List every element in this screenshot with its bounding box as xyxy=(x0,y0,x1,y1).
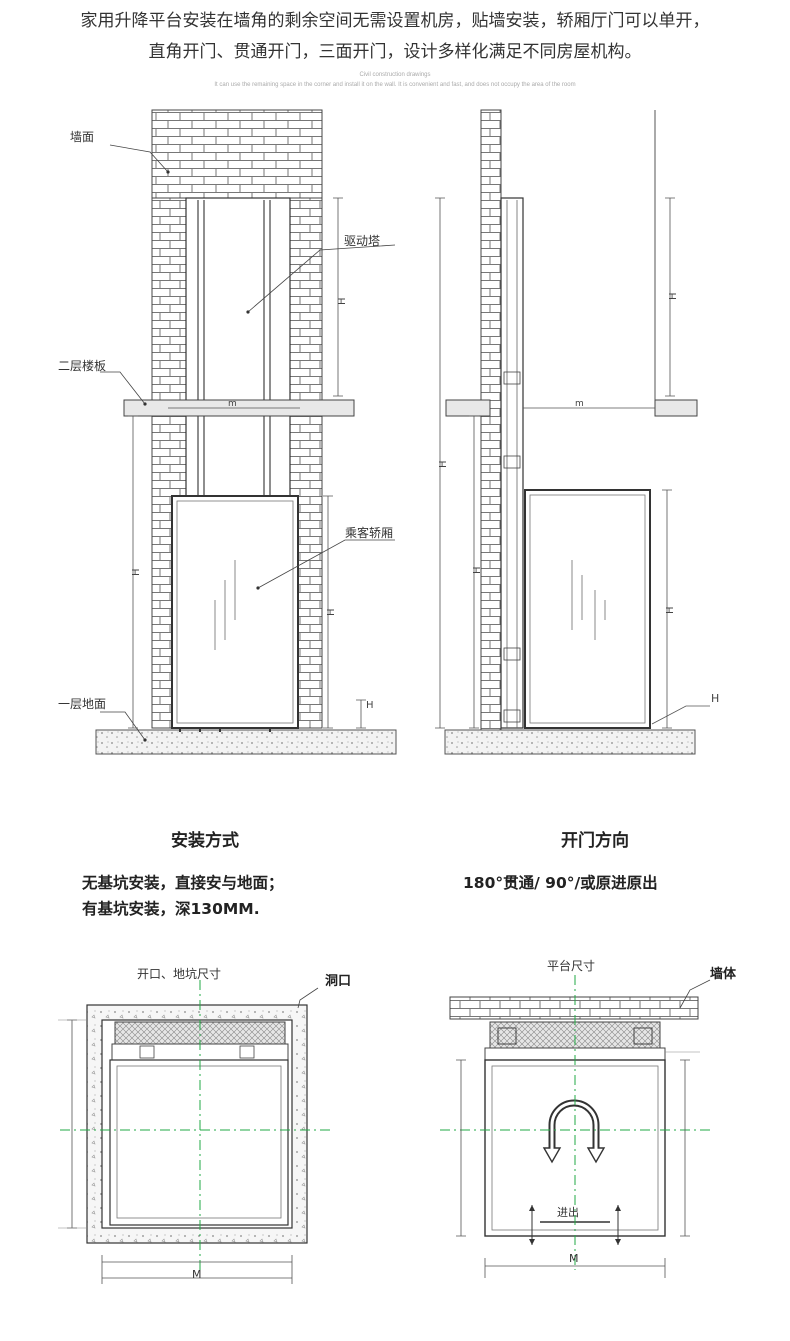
intro-line-1: 家用升降平台安装在墙角的剩余空间无需设置机房，贴墙安装，轿厢厅门可以单开， xyxy=(80,11,710,31)
label-passenger-cabin: 乘客轿厢 xyxy=(345,525,393,540)
intro-text: 家用升降平台安装在墙角的剩余空间无需设置机房，贴墙安装，轿厢厅门可以单开， 直角… xyxy=(0,6,790,68)
plan-left-dim-m: M xyxy=(192,1268,202,1281)
label-wall: 墙面 xyxy=(70,130,94,144)
fine-caption: Civil construction drawings xyxy=(359,72,431,78)
label-opening-size: 开口、地坑尺寸 xyxy=(137,966,221,981)
label-hole: 洞口 xyxy=(325,974,351,989)
label-first-floor-ground: 一层地面 xyxy=(58,697,106,711)
label-in-out: 进出 xyxy=(557,1205,579,1219)
installation-title: 安装方式 xyxy=(171,831,239,851)
dim-h-right-5: H xyxy=(711,692,719,705)
dim-h-right-2: H xyxy=(472,566,483,574)
dim-h-right-1: H xyxy=(438,460,449,468)
intro-line-2: 直角开门、贯通开门，三面开门，设计多样化满足不同房屋机构。 xyxy=(148,42,642,62)
label-second-floor-slab: 二层楼板 xyxy=(58,358,106,373)
dim-h-left-2: H xyxy=(337,297,348,305)
door-direction-title: 开门方向 xyxy=(561,831,629,851)
dim-h-left-4: H xyxy=(366,700,374,711)
dim-h-left-1: H xyxy=(131,568,142,576)
plan-right: 进出 M 平台尺寸 墙体 xyxy=(440,958,737,1278)
installation-desc-line-2: 有基坑安装，深130MM. xyxy=(82,900,260,918)
label-platform-size: 平台尺寸 xyxy=(547,958,595,973)
label-wall-body: 墙体 xyxy=(710,966,737,982)
elevation-right: m H H H H H xyxy=(435,109,719,755)
dim-h-right-4: H xyxy=(665,606,676,614)
dim-h-left-3: H xyxy=(326,608,337,616)
dim-m-left: m xyxy=(228,399,237,409)
installation-desc: 无基坑安装，直接安与地面； 有基坑安装，深130MM. xyxy=(82,870,284,922)
dim-h-right-3: H xyxy=(668,292,679,300)
installation-desc-line-1: 无基坑安装，直接安与地面； xyxy=(82,874,284,892)
door-direction-desc: 180°贯通/ 90°/或原进原出 xyxy=(463,874,658,892)
fine-note: It can use the remaining space in the co… xyxy=(214,82,576,88)
label-drive-tower: 驱动塔 xyxy=(344,234,380,248)
dim-m-right: m xyxy=(575,399,584,409)
plan-left: M 开口、地坑尺寸 洞口 xyxy=(58,966,351,1284)
elevation-left: H H H H m 墙面 驱动塔 二层楼板 乘客轿厢 一层地面 xyxy=(58,109,397,755)
plan-right-dim-m: M xyxy=(569,1252,579,1265)
